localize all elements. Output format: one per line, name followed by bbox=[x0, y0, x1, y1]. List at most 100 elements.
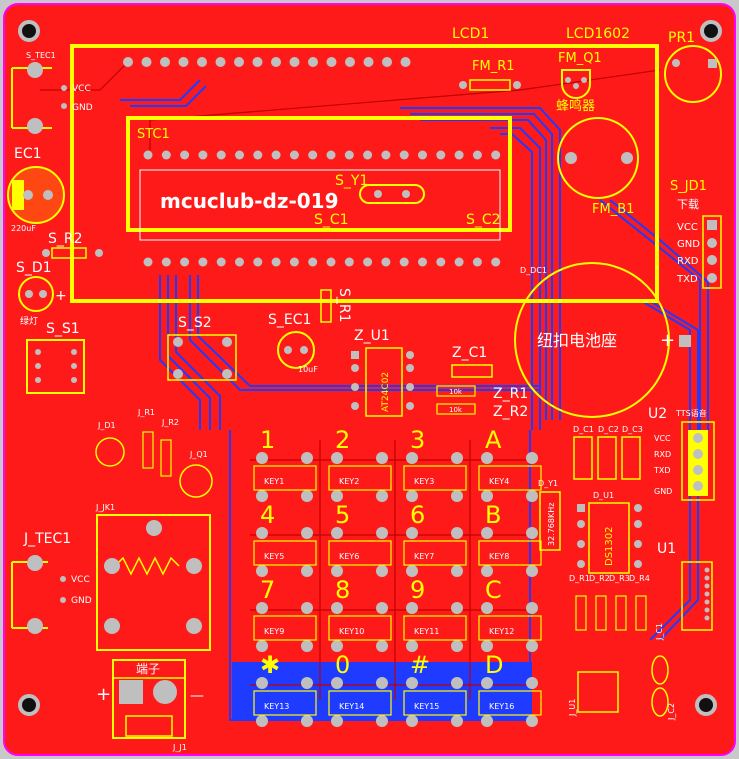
key-pad bbox=[451, 452, 463, 464]
stc1-pin bbox=[161, 150, 171, 160]
s-y1-label: S_Y1 bbox=[335, 173, 368, 189]
key-label: KEY12 bbox=[489, 627, 514, 636]
key-symbol: 1 bbox=[260, 426, 275, 454]
key-pad bbox=[406, 490, 418, 502]
mounting-holes bbox=[18, 20, 722, 716]
s-ec1-pad-b bbox=[300, 346, 308, 354]
key-pad bbox=[331, 490, 343, 502]
ds1302-part: DS1302 bbox=[604, 527, 615, 567]
key-label: KEY2 bbox=[339, 477, 359, 486]
j-r2-label: J_R2 bbox=[161, 418, 179, 427]
fm-r1-pad-b bbox=[513, 81, 521, 89]
s-s1-switch bbox=[26, 339, 85, 394]
key-symbol: 8 bbox=[335, 576, 350, 604]
key-outline bbox=[328, 615, 392, 641]
stc1-pin bbox=[381, 150, 391, 160]
key-outline bbox=[403, 690, 467, 716]
key-outline bbox=[478, 465, 542, 491]
key-symbol: ✱ bbox=[260, 651, 280, 679]
j-j1-pads bbox=[119, 680, 177, 704]
key-label: KEY5 bbox=[264, 552, 284, 561]
key-pad bbox=[256, 565, 268, 577]
key-outline bbox=[253, 540, 317, 566]
key-outline bbox=[328, 690, 392, 716]
fm-b1-buzzer bbox=[557, 117, 639, 199]
s-tec1-gnd: GND bbox=[72, 103, 93, 113]
stc1-pin bbox=[143, 150, 153, 160]
key-pad bbox=[526, 602, 538, 614]
d-r4-label: D_R4 bbox=[629, 574, 650, 583]
s-tec1-pad-b bbox=[27, 118, 43, 134]
s-s2-button bbox=[167, 334, 237, 381]
stc1-pin bbox=[381, 257, 391, 267]
mount-hole-tl bbox=[18, 20, 40, 42]
mount-hole-br bbox=[695, 694, 717, 716]
stc1-pin bbox=[180, 257, 190, 267]
key-pad bbox=[331, 602, 343, 614]
s-s1-pads bbox=[35, 349, 77, 383]
s-ec1-value: 10uF bbox=[298, 365, 318, 374]
key-pad bbox=[451, 677, 463, 689]
j-caps bbox=[651, 655, 669, 717]
u2-txd: TXD bbox=[653, 466, 671, 475]
key-pad bbox=[301, 565, 313, 577]
stc1-pin bbox=[289, 257, 299, 267]
j-tec1-pad-b bbox=[27, 618, 43, 634]
key-label: KEY11 bbox=[414, 627, 439, 636]
d-dc1-label: D_DC1 bbox=[520, 266, 547, 275]
j-d1-label: J_D1 bbox=[97, 421, 116, 430]
stc1-socket bbox=[139, 169, 501, 241]
key-pad bbox=[301, 452, 313, 464]
u1-pads bbox=[704, 567, 710, 621]
z-u1-chip bbox=[365, 347, 403, 417]
u1-module bbox=[681, 561, 713, 631]
key-outline bbox=[253, 615, 317, 641]
j-j1-label: J_J1 bbox=[172, 743, 187, 752]
lcd-pin bbox=[345, 57, 355, 67]
key-pad bbox=[376, 602, 388, 614]
key-pad bbox=[481, 565, 493, 577]
stc1-pin bbox=[308, 150, 318, 160]
key-pad bbox=[481, 677, 493, 689]
key-pad bbox=[376, 640, 388, 652]
lcd-pin bbox=[363, 57, 374, 67]
j-jk1-relay bbox=[96, 514, 211, 651]
key-symbol: 7 bbox=[260, 576, 275, 604]
stc1-pin bbox=[289, 150, 299, 160]
key-pad bbox=[301, 677, 313, 689]
j-jk1-coil bbox=[114, 556, 180, 576]
key-pad bbox=[481, 602, 493, 614]
s-s1-label: S_S1 bbox=[46, 321, 80, 337]
key-label: KEY16 bbox=[489, 702, 514, 711]
lcd-outline bbox=[70, 44, 659, 303]
fm-b1-pad-a bbox=[565, 152, 577, 164]
battery-holder bbox=[514, 262, 670, 418]
s-tec1-pin-gnd bbox=[61, 103, 67, 109]
key-pad bbox=[481, 640, 493, 652]
stc1-pin bbox=[344, 150, 354, 160]
ds1302-chip bbox=[588, 502, 630, 574]
key-outline bbox=[478, 615, 542, 641]
stc1-pin bbox=[180, 150, 190, 160]
stc1-pin bbox=[363, 150, 373, 160]
mount-hole-tr bbox=[700, 20, 722, 42]
key-pad bbox=[376, 715, 388, 727]
key-pad bbox=[406, 677, 418, 689]
z-c1-capacitor bbox=[451, 364, 493, 378]
fm-b1-label: FM_B1 bbox=[592, 202, 634, 217]
lcd-pin bbox=[234, 57, 244, 67]
key-pad bbox=[301, 640, 313, 652]
stc1-pin bbox=[399, 257, 409, 267]
s-r1-resistor bbox=[320, 289, 332, 323]
j-tec1-pin-gnd bbox=[60, 597, 66, 603]
s-s2-label: S_S2 bbox=[178, 315, 212, 331]
pr1-photoresistor bbox=[664, 45, 722, 103]
s-d1-label: S_D1 bbox=[16, 260, 52, 276]
stc1-pin bbox=[253, 150, 263, 160]
